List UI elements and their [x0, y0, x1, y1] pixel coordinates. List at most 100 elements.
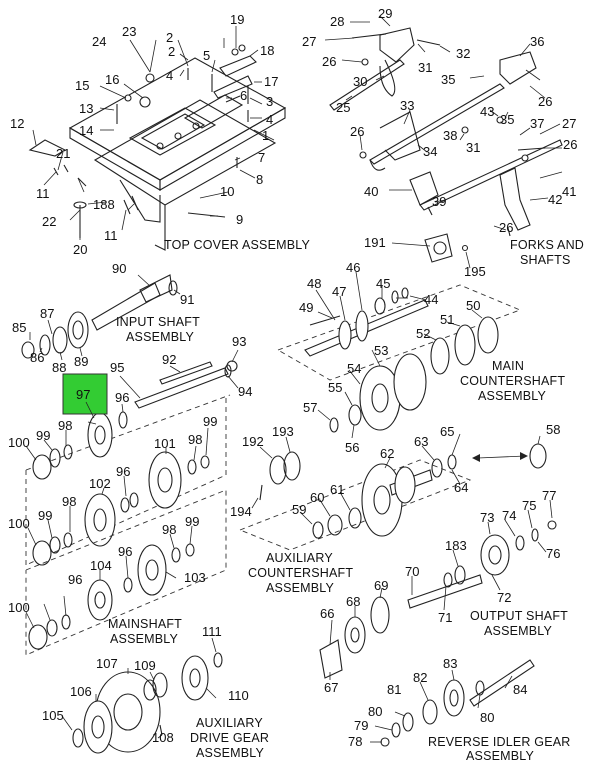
callout: 69 [374, 578, 388, 593]
callout: 77 [542, 488, 556, 503]
callout: 99 [203, 414, 217, 429]
callout: 2 [166, 30, 173, 45]
callout: 85 [12, 320, 26, 335]
callout: 78 [348, 734, 362, 749]
callout: 96 [68, 572, 82, 587]
auxiliary-drive-gear-assembly [72, 652, 223, 754]
callout: 26 [350, 124, 364, 139]
callout: 12 [10, 116, 24, 131]
callout: 98 [188, 432, 202, 447]
callout: 11 [36, 186, 50, 201]
callout: 52 [416, 326, 430, 341]
callout: 38 [443, 128, 457, 143]
callout: 57 [303, 400, 317, 415]
callout: 64 [454, 480, 468, 495]
callout: 6 [240, 88, 247, 103]
callout: 96 [115, 390, 129, 405]
callout: 99 [36, 428, 50, 443]
forks-shafts-title-line1: FORKS AND [510, 238, 584, 252]
callout: 50 [466, 298, 480, 313]
callout: 62 [380, 446, 394, 461]
callout: 195 [464, 264, 486, 279]
callout: 9 [236, 212, 243, 227]
forks-shafts-title-line2: SHAFTS [520, 253, 571, 267]
callout: 27 [562, 116, 576, 131]
output-shaft-title-line2: ASSEMBLY [484, 624, 553, 638]
aux-countershaft-title-line2: COUNTERSHAFT [248, 566, 353, 580]
callout: 111 [202, 624, 222, 639]
callout: 59 [292, 502, 306, 517]
callout: 108 [152, 730, 174, 745]
callout: 100 [8, 600, 30, 615]
assembly-titles: TOP COVER ASSEMBLY FORKS AND SHAFTS INPU… [108, 238, 584, 761]
callout: 61 [330, 482, 344, 497]
callout: 29 [378, 6, 392, 21]
callout: 183 [445, 538, 467, 553]
aux-countershaft-title-line3: ASSEMBLY [266, 581, 335, 595]
input-shaft-title-line1: INPUT SHAFT [116, 315, 200, 329]
callout: 105 [42, 708, 64, 723]
callout: 67 [324, 680, 338, 695]
top-cover-assembly-title: TOP COVER ASSEMBLY [164, 238, 310, 252]
callout: 74 [502, 508, 516, 523]
callout: 26 [499, 220, 513, 235]
callout: 46 [346, 260, 360, 275]
callout: 110 [228, 688, 249, 703]
reverse-idler-title-line1: REVERSE IDLER GEAR [428, 735, 571, 749]
callout: 14 [79, 123, 93, 138]
callout: 96 [118, 544, 132, 559]
aux-drive-gear-title-line3: ASSEMBLY [196, 746, 265, 760]
callout: 76 [546, 546, 560, 561]
main-countershaft-assembly [277, 233, 522, 433]
callout: 73 [480, 510, 494, 525]
callout: 13 [79, 101, 93, 116]
callout: 102 [89, 476, 111, 491]
callout: 19 [230, 12, 244, 27]
callout: 72 [497, 590, 511, 605]
callout: 35 [500, 112, 514, 127]
callout: 4 [166, 68, 173, 83]
callout: 94 [238, 384, 252, 399]
callout: 32 [456, 46, 470, 61]
aux-drive-gear-title-line1: AUXILIARY [196, 716, 263, 730]
callout: 93 [232, 334, 246, 349]
callout: 25 [336, 100, 350, 115]
callout: 89 [74, 354, 88, 369]
aux-countershaft-title-line1: AUXILIARY [266, 551, 333, 565]
callout: 11 [104, 228, 118, 243]
callout: 41 [562, 184, 576, 199]
callout: 18 [260, 43, 274, 58]
callout: 101 [154, 436, 176, 451]
callout: 10 [220, 184, 234, 199]
callout: 71 [438, 610, 452, 625]
callout: 23 [122, 24, 136, 39]
callout: 193 [272, 424, 294, 439]
callout: 58 [546, 422, 560, 437]
callout: 103 [184, 570, 206, 585]
callout: 65 [440, 424, 454, 439]
callout: 45 [376, 276, 390, 291]
output-shaft-assembly [319, 520, 557, 679]
callout: 30 [353, 74, 367, 89]
aux-drive-gear-title-line2: DRIVE GEAR [190, 731, 269, 745]
callout: 4 [266, 112, 273, 127]
highlighted-part-box [62, 373, 108, 415]
callout: 194 [230, 504, 252, 519]
callout: 7 [258, 150, 265, 165]
callout: 87 [40, 306, 54, 321]
callout: 84 [513, 682, 527, 697]
callout: 92 [162, 352, 176, 367]
callout: 96 [116, 464, 130, 479]
callout: 34 [423, 144, 437, 159]
callout: 66 [320, 606, 334, 621]
mainshaft-title-line2: ASSEMBLY [110, 632, 179, 646]
callout: 21 [56, 146, 70, 161]
callout: 5 [203, 48, 210, 63]
callout: 55 [328, 380, 342, 395]
callout: 91 [180, 292, 194, 307]
mainshaft-title-line1: MAINSHAFT [108, 617, 182, 631]
callout: 100 [8, 516, 30, 531]
callout: 43 [480, 104, 494, 119]
callout: 26 [322, 54, 336, 69]
callout: 192 [242, 434, 264, 449]
